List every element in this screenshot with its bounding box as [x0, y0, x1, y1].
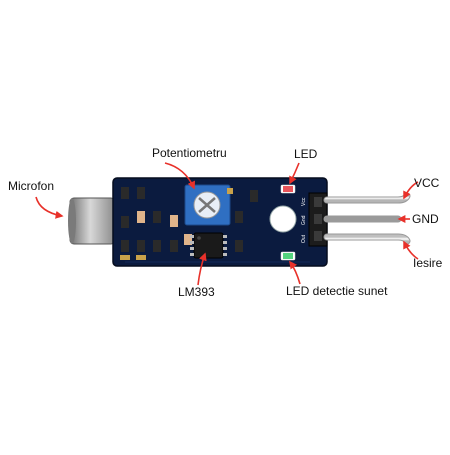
potentiometer — [184, 184, 233, 226]
pin-label-out: Out — [301, 234, 307, 243]
arrow-led-detect — [289, 260, 301, 285]
arrow-vcc — [403, 181, 419, 200]
lm393-chip — [190, 232, 227, 259]
mounting-hole — [269, 205, 297, 233]
label-led-detectie: LED detectie sunet — [286, 284, 388, 298]
arrow-iesire — [403, 240, 419, 260]
label-potentiometru: Potentiometru — [152, 146, 227, 160]
label-microfon: Microfon — [8, 179, 55, 193]
arrow-led — [289, 162, 300, 185]
pin-header — [308, 192, 328, 247]
power-led — [280, 184, 296, 194]
label-led: LED — [294, 147, 318, 161]
callout-arrows — [35, 162, 419, 286]
microphone — [68, 197, 116, 245]
label-lm393: LM393 — [178, 285, 215, 299]
arrow-lm393 — [197, 252, 207, 286]
detect-led — [280, 251, 296, 261]
arrow-potentiometru — [164, 162, 196, 190]
label-gnd: GND — [412, 212, 439, 226]
smd-components — [120, 187, 258, 260]
label-vcc: VCC — [414, 176, 440, 190]
pin-label-gnd: Gnd — [301, 215, 307, 225]
arrow-microfon — [35, 196, 64, 219]
label-iesire: Iesire — [413, 256, 443, 270]
pin-label-vcc: Vcc — [301, 197, 307, 206]
pin-wires — [323, 192, 411, 245]
